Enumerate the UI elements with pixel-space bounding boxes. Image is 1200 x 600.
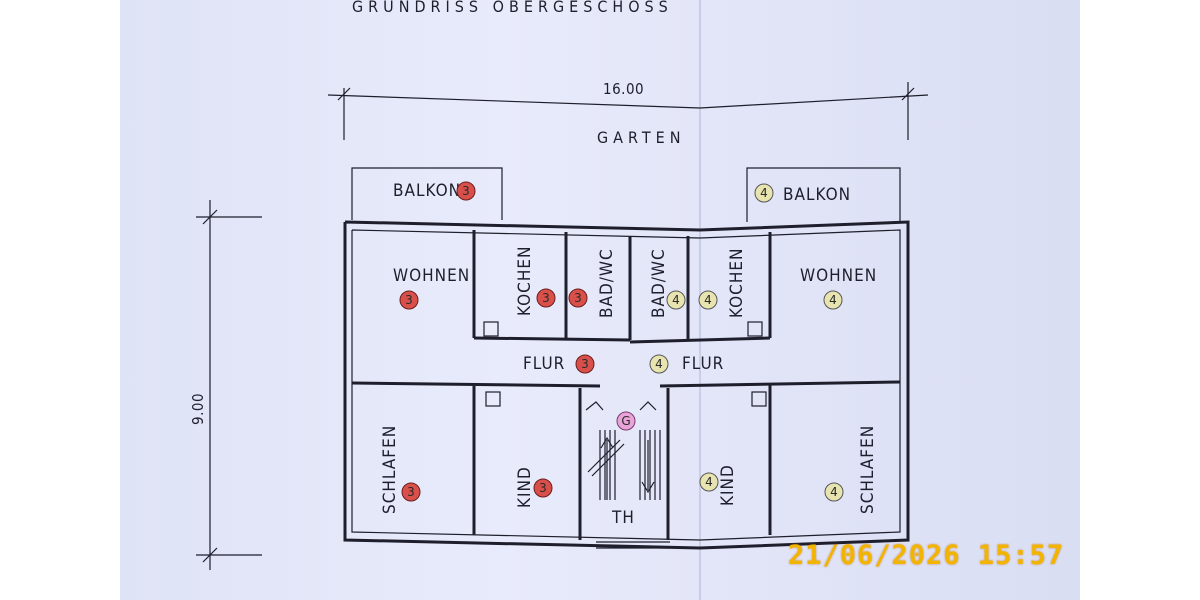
svg-text:4: 4 xyxy=(672,293,680,307)
room-label-kochen-right: KOCHEN xyxy=(727,248,747,318)
room-label-kochen-left: KOCHEN xyxy=(515,246,535,316)
marker-flur-right: 4 xyxy=(649,354,669,374)
svg-text:3: 3 xyxy=(542,291,550,305)
marker-wohnen-right: 4 xyxy=(823,290,843,310)
marker-balkon-left: 3 xyxy=(456,181,476,201)
room-label-flur-right: FLUR xyxy=(682,354,724,374)
room-label-bad-left: BAD/WC xyxy=(597,248,617,318)
interior-walls xyxy=(351,230,901,540)
svg-text:4: 4 xyxy=(829,293,837,307)
balcony-right xyxy=(746,167,901,222)
svg-text:3: 3 xyxy=(574,291,582,305)
depth-dimension-label: 9.00 xyxy=(189,393,207,425)
photo-timestamp: 21/06/2026 15:57 xyxy=(788,540,1065,571)
marker-bad-left: 3 xyxy=(568,288,588,308)
marker-wohnen-left: 3 xyxy=(399,290,419,310)
svg-text:3: 3 xyxy=(405,293,413,307)
svg-text:4: 4 xyxy=(705,475,713,489)
marker-kochen-left: 3 xyxy=(536,288,556,308)
plan-title: GRUNDRISS OBERGESCHOSS xyxy=(352,0,673,16)
room-label-kind-left: KIND xyxy=(515,466,535,508)
svg-text:3: 3 xyxy=(581,357,589,371)
exterior-walls xyxy=(343,220,910,550)
marker-balkon-right: 4 xyxy=(754,183,774,203)
stair-label: TH xyxy=(611,508,635,528)
depth-dimension-line xyxy=(196,200,262,570)
balcony-left xyxy=(351,167,503,220)
svg-text:G: G xyxy=(621,414,630,428)
marker-schlafen-left: 3 xyxy=(401,482,421,502)
marker-kind-left: 3 xyxy=(533,478,553,498)
room-label-schlafen-right: SCHLAFEN xyxy=(858,425,878,514)
svg-text:4: 4 xyxy=(760,186,768,200)
staircase xyxy=(585,401,670,549)
marker-stair: G xyxy=(616,411,636,431)
room-label-bad-right: BAD/WC xyxy=(649,248,669,318)
svg-text:3: 3 xyxy=(407,485,415,499)
room-label-balkon-left: BALKON xyxy=(393,181,461,201)
garden-label: GARTEN xyxy=(597,128,685,147)
svg-text:3: 3 xyxy=(462,184,470,198)
marker-flur-left: 3 xyxy=(575,354,595,374)
room-label-wohnen-left: WOHNEN xyxy=(393,266,470,286)
svg-text:4: 4 xyxy=(830,485,838,499)
room-label-kind-right: KIND xyxy=(718,464,738,506)
marker-kochen-right: 4 xyxy=(698,290,718,310)
room-label-wohnen-right: WOHNEN xyxy=(800,266,877,286)
marker-kind-right: 4 xyxy=(699,472,719,492)
unit-4-markers: 4 4 4 4 4 4 4 xyxy=(649,183,844,502)
width-dimension-label: 16.00 xyxy=(603,80,644,98)
marker-schlafen-right: 4 xyxy=(824,482,844,502)
room-label-balkon-right: BALKON xyxy=(783,185,851,205)
svg-text:3: 3 xyxy=(539,481,547,495)
width-dimension-line xyxy=(327,82,929,140)
room-label-schlafen-left: SCHLAFEN xyxy=(380,425,400,514)
room-label-flur-left: FLUR xyxy=(523,354,565,374)
unit-3-markers: 3 3 3 3 3 3 3 xyxy=(399,181,595,502)
svg-text:4: 4 xyxy=(704,293,712,307)
svg-text:4: 4 xyxy=(655,357,663,371)
marker-bad-right: 4 xyxy=(666,290,686,310)
